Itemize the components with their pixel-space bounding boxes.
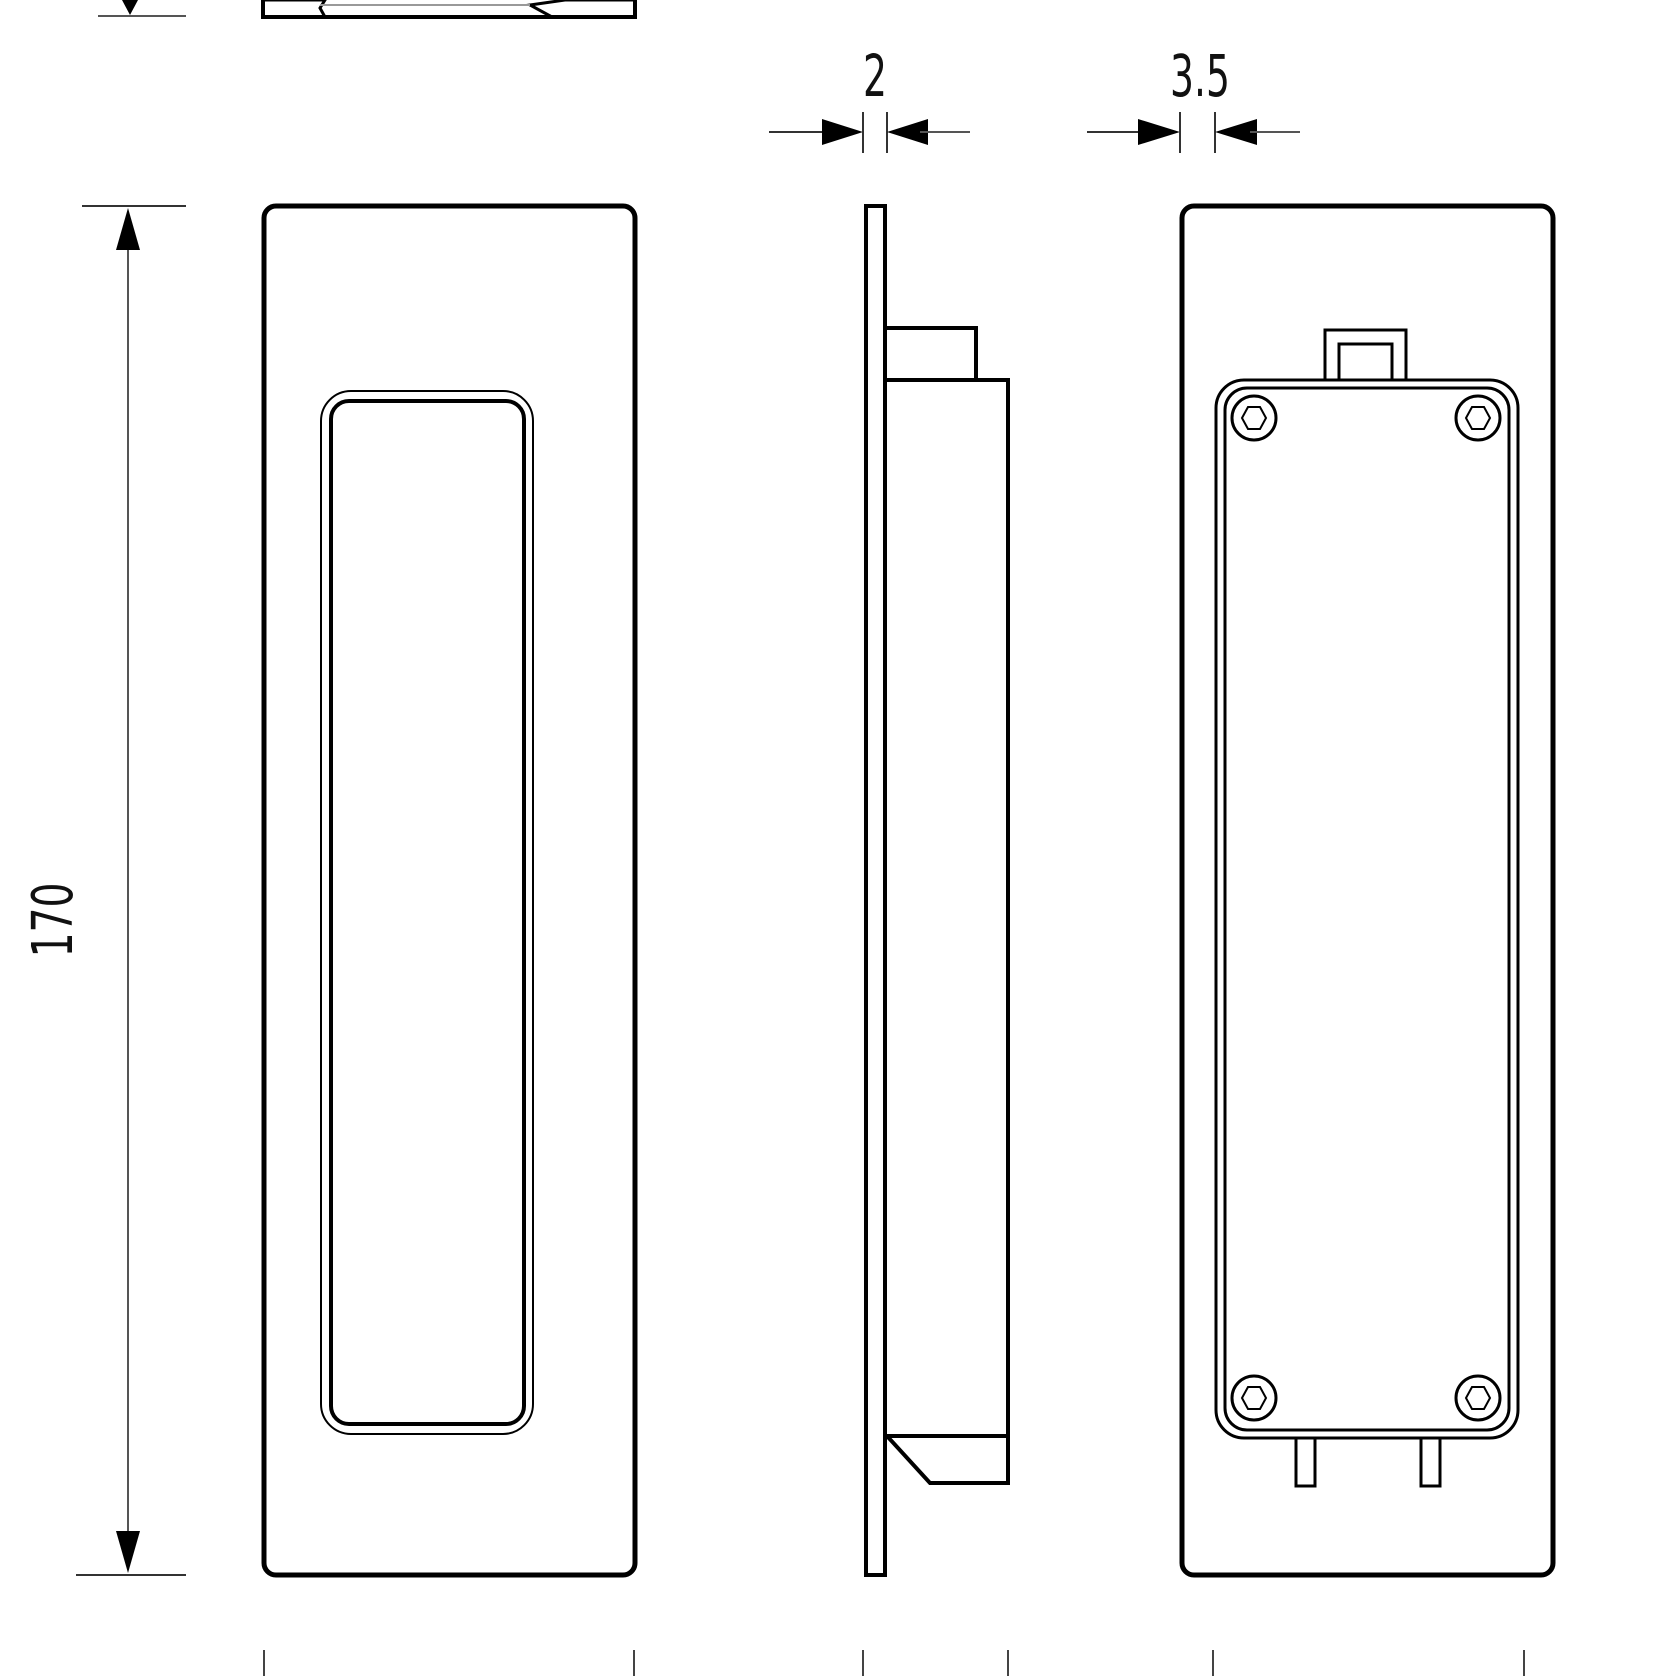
- side-body: [885, 378, 1010, 1438]
- thickness-dimension-label: 2: [863, 43, 887, 111]
- arrow-down-icon: [116, 1531, 140, 1573]
- height-dimension-label: 170: [21, 883, 86, 958]
- screw-icon: [1454, 1374, 1502, 1422]
- top-dimension-arrow: [98, 0, 186, 17]
- back-plate-outer: [1214, 378, 1520, 1440]
- thickness-dimension: 2: [769, 43, 970, 153]
- back-pin-right: [1419, 1436, 1442, 1488]
- back-top-tab-inner: [1337, 342, 1394, 382]
- side-view: [864, 204, 1010, 1577]
- front-recess-inner: [329, 399, 526, 1426]
- side-plate: [864, 204, 887, 1577]
- height-dimension: 170: [21, 205, 186, 1576]
- front-view: [261, 203, 638, 1578]
- screw-icon: [1230, 1374, 1278, 1422]
- back-plate-inner: [1223, 386, 1511, 1432]
- top-section-view: [261, 0, 637, 19]
- screw-icon: [1454, 394, 1502, 442]
- front-recess-outer: [320, 390, 534, 1435]
- screw-icon: [1230, 394, 1278, 442]
- offset-dimension-label: 3.5: [1170, 43, 1230, 111]
- offset-dimension: 3.5: [1087, 43, 1300, 153]
- side-bottom-latch: [885, 1434, 1010, 1485]
- back-top-tab-outer: [1323, 328, 1408, 382]
- bottom-extension-lines: [263, 1650, 1525, 1676]
- back-pin-left: [1294, 1436, 1317, 1488]
- back-view: [1179, 203, 1556, 1578]
- arrow-up-icon: [116, 208, 140, 250]
- side-top-tab: [885, 326, 978, 380]
